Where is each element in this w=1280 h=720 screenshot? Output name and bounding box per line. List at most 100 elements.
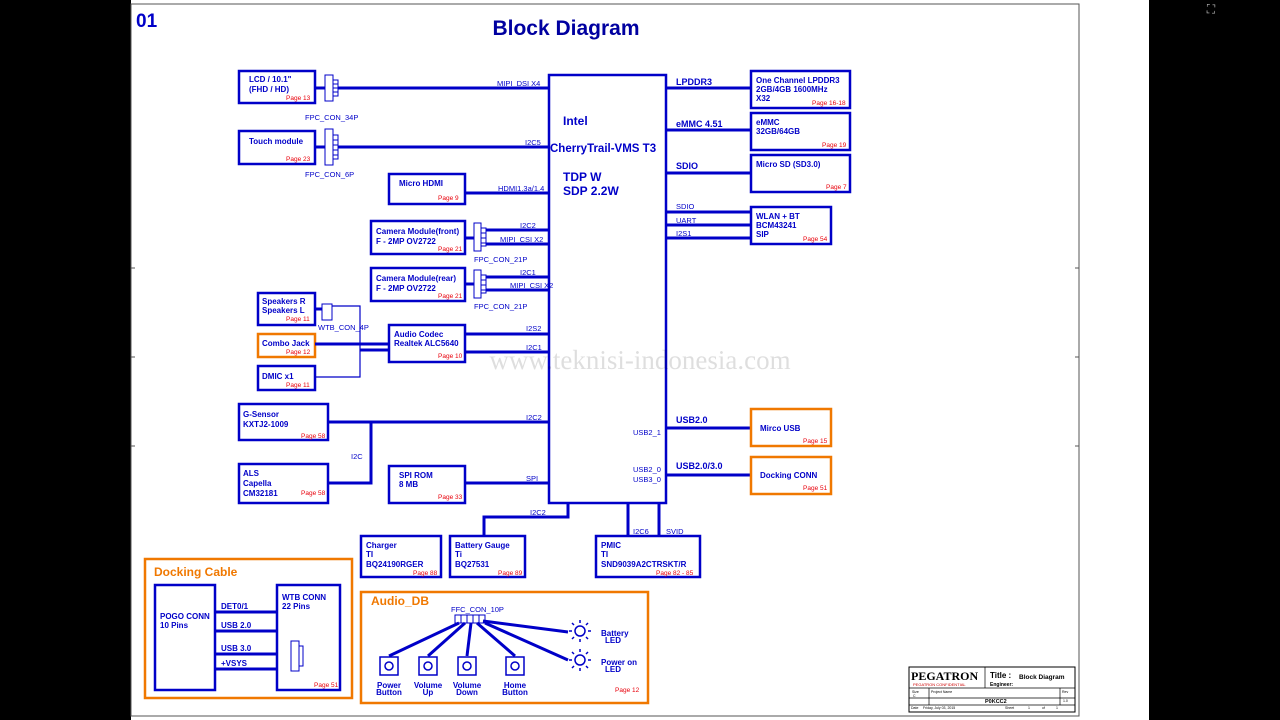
svg-text:(FHD / HD): (FHD / HD) xyxy=(249,85,289,94)
svg-text:1: 1 xyxy=(1056,706,1058,710)
hdmi-bus: HDMI1.3a/1.4 xyxy=(498,184,544,193)
svg-text:ALS: ALS xyxy=(243,469,260,478)
camera-rear-bus-2: MIPI_CSI X2 xyxy=(510,281,553,290)
svg-text:Speakers L: Speakers L xyxy=(262,306,305,315)
bottom-i2c2: I2C2 xyxy=(530,508,546,517)
svg-text:USB 3.0: USB 3.0 xyxy=(221,644,252,653)
power-button-icon xyxy=(379,656,399,676)
svg-text:Page 88: Page 88 xyxy=(413,570,438,577)
svg-text:G-Sensor: G-Sensor xyxy=(243,410,279,419)
sheet-border xyxy=(130,3,1080,717)
svg-text:TI: TI xyxy=(366,550,373,559)
svg-text:Micro HDMI: Micro HDMI xyxy=(399,179,443,188)
i2c-label: I2C xyxy=(351,452,363,461)
svg-text:BQ24190RGER: BQ24190RGER xyxy=(366,560,424,569)
dmic-block: DMIC x1 Page 11 xyxy=(256,364,317,392)
svg-text:Volume: Volume xyxy=(414,681,443,690)
g-sensor-block: G-Sensor KXTJ2-1009 Page 58 xyxy=(237,402,330,442)
svg-text:Page 9: Page 9 xyxy=(438,195,459,202)
svg-text:P0KCC2: P0KCC2 xyxy=(985,699,1007,705)
svg-text:Battery: Battery xyxy=(601,629,629,638)
svg-text:PEGATRON CONFIDENTIAL: PEGATRON CONFIDENTIAL xyxy=(913,682,966,687)
svg-text:Capella: Capella xyxy=(243,479,272,488)
svg-text:22 Pins: 22 Pins xyxy=(282,602,311,611)
svg-text:Power: Power xyxy=(377,681,401,690)
pmic-bus-1: I2C6 xyxy=(633,527,649,536)
svg-text:Up: Up xyxy=(423,688,434,697)
usb-bus: USB2.0 xyxy=(676,415,708,425)
svg-text:CM32181: CM32181 xyxy=(243,489,278,498)
cpu-usb3-0: USB3_0 xyxy=(633,475,661,484)
pmic-bus-2: SVID xyxy=(666,527,684,536)
cpu-usb2-0: USB2_0 xyxy=(633,465,661,474)
svg-text:F - 2MP OV2722: F - 2MP OV2722 xyxy=(376,284,436,293)
svg-text:Speakers R: Speakers R xyxy=(262,297,306,306)
svg-text:Page 54: Page 54 xyxy=(803,236,828,243)
micro-sd-block: Micro SD (SD3.0) Page 7 xyxy=(749,153,852,194)
svg-text:Page 51: Page 51 xyxy=(803,485,828,492)
svg-text:Page 12: Page 12 xyxy=(615,687,640,694)
camera-front-block: Camera Module(front) F - 2MP OV2722 Page… xyxy=(369,219,467,256)
micro-usb-block: Mirco USB Page 15 xyxy=(749,407,833,448)
svg-text:Page 58: Page 58 xyxy=(301,433,326,440)
home-button-icon xyxy=(505,656,525,676)
svg-text:32GB/64GB: 32GB/64GB xyxy=(756,127,800,136)
svg-text:F - 2MP OV2722: F - 2MP OV2722 xyxy=(376,237,436,246)
svg-text:USB 2.0: USB 2.0 xyxy=(221,621,252,630)
svg-text:Page 21: Page 21 xyxy=(438,246,463,253)
emmc-bus: eMMC 4.51 xyxy=(676,119,723,129)
svg-text:10 Pins: 10 Pins xyxy=(160,621,189,630)
watermark: www.teknisi-indonesia.com xyxy=(489,345,790,375)
svg-text:Page 10: Page 10 xyxy=(438,353,463,360)
svg-text:LED: LED xyxy=(605,665,621,674)
volume-down-button-icon xyxy=(457,656,477,676)
docking-cable-section: Docking Cable POGO CONN 10 Pins WTB CONN… xyxy=(143,557,354,700)
svg-text:LCD / 10.1": LCD / 10.1" xyxy=(249,75,292,84)
svg-text:DMIC x1: DMIC x1 xyxy=(262,372,294,381)
power-on-led-icon xyxy=(569,649,591,671)
svg-text:1.0: 1.0 xyxy=(1063,699,1068,703)
svg-text:Page 13: Page 13 xyxy=(286,95,311,102)
fpc-connector-icon xyxy=(473,222,487,252)
svg-text:Friday, July 03, 2015: Friday, July 03, 2015 xyxy=(923,706,955,710)
svg-text:Size: Size xyxy=(912,690,919,694)
battery-led-icon xyxy=(569,620,591,642)
camera-rear-connector-label: FPC_CON_21P xyxy=(474,302,527,311)
touch-connector-label: FPC_CON_6P xyxy=(305,170,354,179)
svg-text:DET0/1: DET0/1 xyxy=(221,602,249,611)
page-title: Block Diagram xyxy=(492,17,639,40)
camera-front-bus-1: I2C2 xyxy=(520,221,536,230)
svg-text:Touch module: Touch module xyxy=(249,137,304,146)
volume-up-button-icon xyxy=(418,656,438,676)
wlan-bus-3: I2S1 xyxy=(676,229,691,238)
svg-text:Micro SD (SD3.0): Micro SD (SD3.0) xyxy=(756,160,821,169)
svg-text:Audio Codec: Audio Codec xyxy=(394,330,444,339)
fpc-connector-icon xyxy=(473,269,487,299)
svg-text:Rev: Rev xyxy=(1062,690,1068,694)
svg-text:TI: TI xyxy=(601,550,608,559)
svg-text:Page 51: Page 51 xyxy=(314,682,339,689)
svg-text:Sheet: Sheet xyxy=(1005,706,1014,710)
pmic-block: PMIC TI SND9039A2CTRSKT/R Page 82 - 85 xyxy=(594,534,702,579)
lcd-bus: MIPI_DSI X4 xyxy=(497,79,540,88)
audio-db-title: Audio_DB xyxy=(371,594,429,608)
svg-text:X32: X32 xyxy=(756,94,771,103)
camera-front-bus-2: MIPI_CSI X2 xyxy=(500,235,543,244)
codec-bus-2: I2C1 xyxy=(526,343,542,352)
svg-text:Page 16-18: Page 16-18 xyxy=(812,100,846,107)
dock-bus: USB2.0/3.0 xyxy=(676,461,723,471)
camera-rear-bus-1: I2C1 xyxy=(520,268,536,277)
svg-text:C: C xyxy=(913,694,916,698)
svg-text:Block Diagram: Block Diagram xyxy=(1019,674,1065,681)
company-logo: PEGATRON xyxy=(911,669,978,683)
docking-cable-title: Docking Cable xyxy=(154,565,238,579)
svg-text:Page 12: Page 12 xyxy=(286,349,311,356)
svg-text:LED: LED xyxy=(605,636,621,645)
fullscreen-icon[interactable]: ⛶ xyxy=(1206,2,1216,16)
cpu-label-1: Intel xyxy=(563,114,588,128)
svg-text:POGO CONN: POGO CONN xyxy=(160,612,210,621)
svg-text:Volume: Volume xyxy=(453,681,482,690)
spi-bus: SPI xyxy=(526,474,538,483)
wlan-bt-block: WLAN + BT BCM43241 SIP Page 54 xyxy=(749,205,833,246)
